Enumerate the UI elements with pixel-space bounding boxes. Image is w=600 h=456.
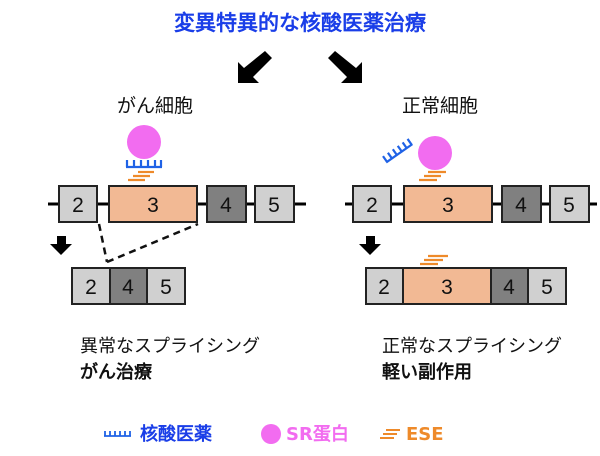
exon-4-normal: 4 [501,185,542,223]
oligo-comb-icon [125,160,163,169]
arrow-down-icon [50,236,72,255]
cancer-treatment-caption: がん治療 [80,361,153,383]
svg-text:2: 2 [72,194,84,217]
legend-oligo-label: 核酸医薬 [140,423,212,445]
svg-text:4: 4 [220,194,232,217]
legend: 核酸医薬 SR蛋白 ESE [104,423,444,445]
spliced-mrna-normal: 2 3 4 5 [365,267,567,305]
svg-text:4: 4 [122,276,134,299]
ese-stripes-normal-icon [419,170,446,182]
exon-5: 5 [254,185,295,223]
svg-text:2: 2 [366,194,378,217]
svg-text:2: 2 [85,276,97,299]
sr-protein-icon [127,125,161,159]
legend-sr-protein-icon [261,424,281,444]
cancer-cell-label: がん細胞 [117,95,193,117]
svg-text:5: 5 [160,276,172,299]
exon-2-normal: 2 [352,185,392,223]
svg-text:4: 4 [515,194,527,217]
svg-text:5: 5 [268,194,280,217]
exon-4: 4 [206,185,247,223]
spliced-mrna-abnormal: 2 4 5 [71,267,186,305]
exon-skip-dashed-lines [97,222,199,264]
arrow-down-normal-icon [359,236,381,255]
oligo-comb-detached-icon [382,138,414,164]
exon-3: 3 [108,185,198,223]
normal-splicing-caption: 正常なスプライシング [382,336,562,357]
ese-stripes-icon [128,170,154,182]
abnormal-splicing-caption: 異常なスプライシング [80,336,260,357]
svg-text:3: 3 [442,194,454,217]
exon-3-normal: 3 [403,185,493,223]
mild-side-effects-caption: 軽い副作用 [382,361,472,383]
svg-text:3: 3 [441,276,453,299]
normal-cell-label: 正常細胞 [402,95,478,117]
svg-text:2: 2 [378,276,390,299]
legend-sr-protein-label: SR蛋白 [286,423,349,445]
arrow-down-right-icon [328,51,362,83]
legend-ese-label: ESE [406,424,444,445]
arrow-down-left-icon [238,51,272,83]
svg-text:4: 4 [503,276,515,299]
svg-text:3: 3 [147,194,159,217]
legend-oligo-icon [104,431,131,437]
diagram-title: 変異特異的な核酸医薬治療 [174,11,427,35]
svg-text:5: 5 [541,276,553,299]
exon-5-normal: 5 [549,185,590,223]
ese-stripes-mrna-icon [420,254,448,266]
exon-2: 2 [58,185,98,223]
legend-ese-icon [380,429,400,439]
svg-text:5: 5 [563,194,575,217]
sr-protein-bound-icon [418,136,452,170]
